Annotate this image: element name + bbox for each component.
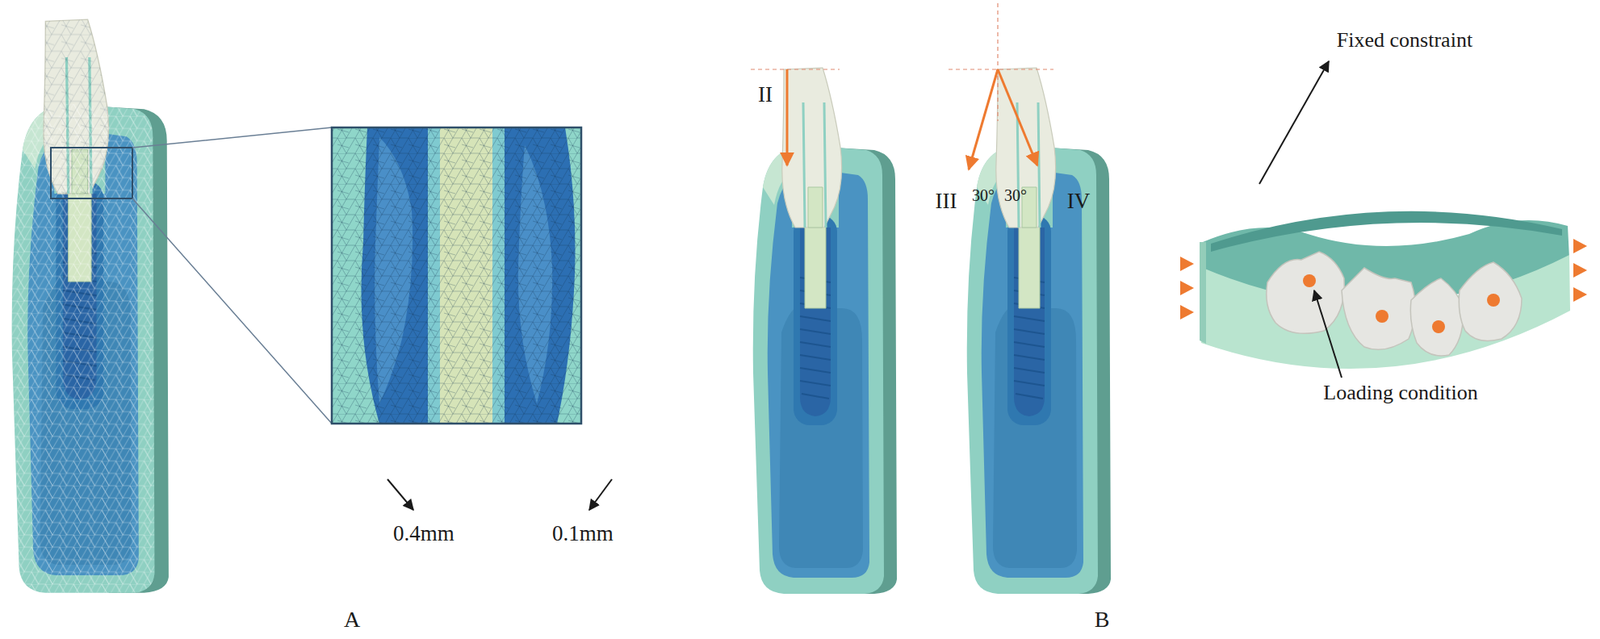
dimension-label: 0.1mm (552, 522, 614, 547)
zoom-lines (132, 127, 332, 424)
leader-arrow (1314, 290, 1342, 378)
zoom-marker (50, 147, 133, 199)
load-arrow (997, 69, 1038, 166)
panel-letter: B (1094, 607, 1110, 633)
load-arrow (786, 69, 789, 166)
annotation-label: Fixed constraint (1336, 29, 1473, 53)
callout-arrow (589, 479, 612, 511)
section-model (753, 67, 897, 595)
reference-line (948, 3, 1054, 122)
angle-label: 30° (1004, 186, 1027, 205)
dimension-label: 0.4mm (393, 522, 455, 547)
panel-letter: A (343, 607, 361, 633)
annotation-label: Loading condition (1323, 381, 1478, 406)
zoom-frame (331, 127, 582, 424)
load-case-label: IV (1067, 189, 1091, 214)
load-arrow (968, 69, 998, 170)
constraint-symbols (1180, 238, 1588, 320)
leader-arrow (1259, 61, 1329, 185)
angle-label: 30° (971, 186, 995, 205)
load-case-label: II (758, 83, 773, 108)
callout-arrow (387, 479, 414, 511)
reference-line (750, 68, 840, 70)
section-model (967, 67, 1111, 595)
zoom-view (331, 127, 582, 424)
load-case-label: III (935, 189, 958, 214)
dental-arch (1199, 211, 1571, 369)
meshed-model (3, 17, 171, 599)
